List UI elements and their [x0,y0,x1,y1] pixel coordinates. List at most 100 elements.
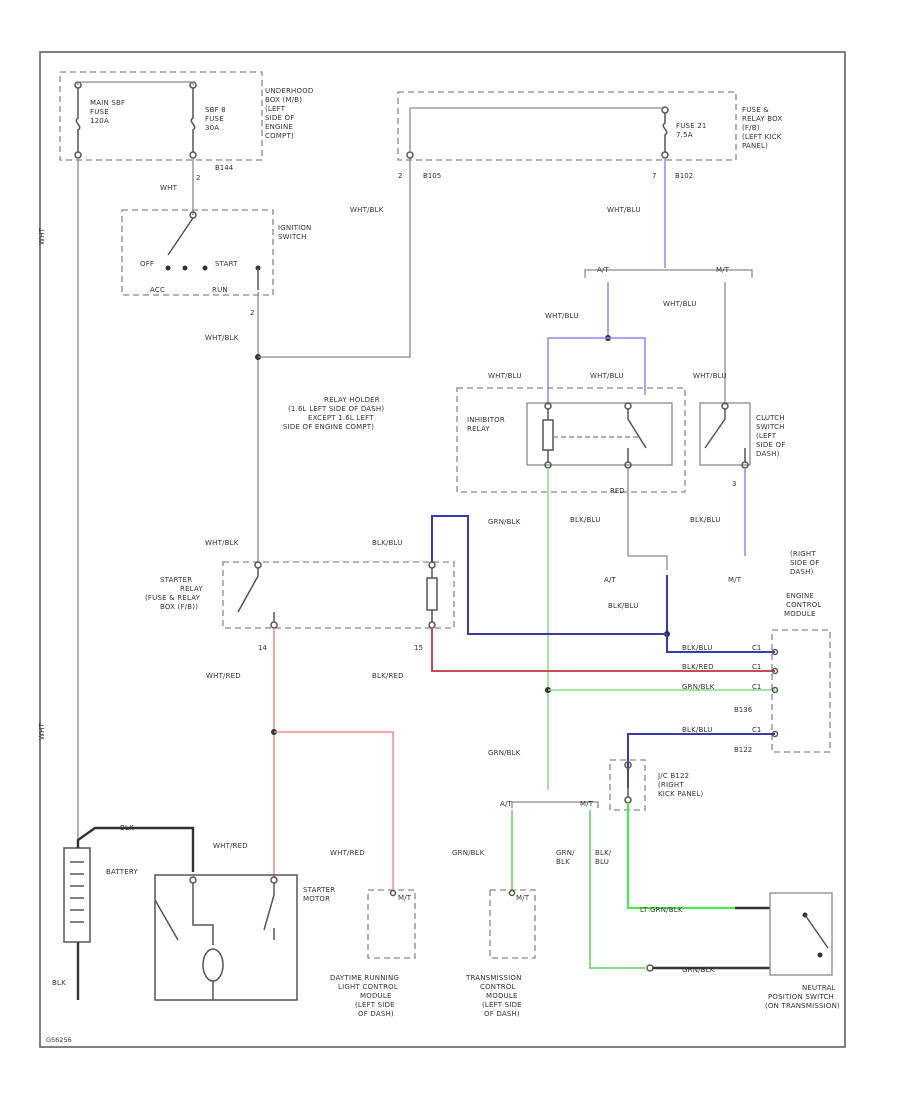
engine-control-module: (RIGHT SIDE OF DASH) ENGINE CONTROL MODU… [734,550,831,754]
blk-blu-label-3: BLK/BLU [608,602,639,610]
mt-label-b: M/T [728,576,742,584]
at-label-c: A/T [500,800,513,808]
ecm-label-2: SIDE OF [790,559,819,567]
lt-grn-blk-label: LT GRN/BLK [640,906,683,914]
ignition-run-label: RUN [212,286,228,294]
blk-blu-label-6: BLK/BLU [682,726,713,734]
ecm-label-6: MODULE [784,610,816,618]
fuse21-label-2: 7.5A [676,131,693,139]
tcm-label-4: (LEFT SIDE [482,1001,522,1009]
wht-blk-label-1: WHT/BLK [205,334,239,342]
starter-relay-label-3: (FUSE & RELAY [145,594,201,602]
connector-b105: B105 [423,172,441,180]
blk-blu-label-2: BLK/BLU [690,516,721,524]
blk-red-label-2: BLK/RED [682,663,714,671]
underhood-box-label-6: COMPT) [265,132,294,140]
connector-b136: B136 [734,706,753,714]
jc-label-2: (RIGHT [658,781,684,789]
wht-red-label-2: WHT/RED [213,842,248,850]
pin2-b: 2 [250,309,254,317]
inhibitor-relay-label-2: RELAY [467,425,490,433]
fuse-relay-box: FUSE 21 7.5A FUSE & RELAY BOX (F/B) (LEF… [397,91,782,180]
sbf8-label-3: 30A [205,124,219,132]
jc-label-1: J/C B122 [657,772,689,780]
wht-blu-label-5: WHT/BLU [663,300,697,308]
blk-red-label-1: BLK/RED [372,672,404,680]
underhood-box-label-3: (LEFT [265,105,286,113]
pin-c1-d: C1 [752,726,761,734]
clutch-label-1: CLUTCH [756,414,785,422]
neutral-label-1: NEUTRAL [802,984,836,992]
grn-blk-label-lg: GRN/BLK [682,966,715,974]
blk-blu-label-m1: BLK/ [595,849,612,857]
wht-red-label-1: WHT/RED [206,672,241,680]
clutch-label-5: DASH) [756,450,780,458]
neutral-label-2: POSITION SWITCH [768,993,834,1001]
relay-box-label-2: RELAY BOX [742,115,782,123]
sbf8-label-2: FUSE [205,115,224,123]
grn-blk-label-m1: GRN/ [556,849,575,857]
grn-blk-label-m2: BLK [556,858,570,866]
blk-blu-label-m2: BLU [595,858,609,866]
mt-label-e: M/T [398,894,412,902]
pin-c1-c: C1 [752,683,761,691]
transmission-control-module: M/T TRANSMISSION CONTROL MODULE (LEFT SI… [465,889,536,1018]
drl-label-3: MODULE [360,992,392,1000]
relay-box-label-3: (F/B) [742,124,760,132]
clutch-switch: CLUTCH SWITCH (LEFT SIDE OF DASH) 3 [699,402,785,488]
mt-label-c: M/T [580,800,594,808]
underhood-box-label-2: BOX (M/B) [265,96,302,104]
at-label-a: A/T [597,266,610,274]
ignition-title-2: SWITCH [278,233,307,241]
relay-holder-label-3: EXCEPT 1.6L LEFT [308,414,374,422]
grn-blk-label-2: GRN/BLK [488,749,521,757]
blk-label-a: BLK [120,824,134,832]
pin-c1-a: C1 [752,644,761,652]
grn-blk-label-1: GRN/BLK [488,518,521,526]
underhood-box-label-1: UNDERHOOD [265,87,314,95]
pin2-c: 2 [398,172,402,180]
wht-blu-label-2: WHT/BLU [545,312,579,320]
underhood-box-label-4: SIDE OF [265,114,294,122]
diagram-frame [39,51,846,1048]
ecm-label-4: ENGINE [786,592,814,600]
pin15: 15 [414,644,423,652]
pin14: 14 [258,644,267,652]
blk-blu-label-4: BLK/BLU [372,539,403,547]
ignition-start-label: START [215,260,238,268]
at-label-b: A/T [604,576,617,584]
red-label: RED [610,487,625,495]
tcm-label-1: TRANSMISSION [465,974,522,982]
blk-blu-label-1: BLK/BLU [570,516,601,524]
ignition-off-label: OFF [140,260,154,268]
ignition-acc-label: ACC [150,286,165,294]
underhood-box-label-5: ENGINE [265,123,293,131]
wht-red-label-3: WHT/RED [330,849,365,857]
underhood-fuse-box: MAIN SBF FUSE 120A SBF 8 FUSE 30A UNDERH… [59,71,314,172]
tcm-label-2: CONTROL [480,983,516,991]
relay-box-label-1: FUSE & [742,106,769,114]
blk-blu-label-5: BLK/BLU [682,644,713,652]
connector-b144: B144 [215,164,234,172]
relay-box-label-4: (LEFT KICK [742,133,782,141]
drl-label-4: (LEFT SIDE [355,1001,395,1009]
wht-top-label: WHT [160,184,178,192]
wht-blk-label-3: WHT/BLK [205,539,239,547]
drl-control-module: M/T DAYTIME RUNNING LIGHT CONTROL MODULE… [330,889,416,1018]
main-sbf-label-3: 120A [90,117,109,125]
ignition-switch: OFF START ACC RUN IGNITION SWITCH 2 [121,209,311,317]
grn-blk-label-3: GRN/BLK [682,683,715,691]
relay-holder-label-4: SIDE OF ENGINE COMPT) [283,423,374,431]
main-sbf-label-1: MAIN SBF [90,99,125,107]
relay-holder: RELAY HOLDER (1.6L LEFT SIDE OF DASH) EX… [283,387,686,495]
starter-relay: STARTER RELAY (FUSE & RELAY BOX (F/B)) 1… [145,561,455,652]
drl-label-5: OF DASH) [358,1010,394,1018]
wht-blu-label-6: WHT/BLU [693,372,727,380]
starter-relay-label-1: STARTER [160,576,192,584]
ecm-label-1: (RIGHT [790,550,816,558]
clutch-label-2: SWITCH [756,423,785,431]
footer-code: G56256 [46,1036,72,1044]
ecm-label-5: CONTROL [786,601,822,609]
neutral-label-3: (ON TRANSMISSION) [765,1002,840,1010]
